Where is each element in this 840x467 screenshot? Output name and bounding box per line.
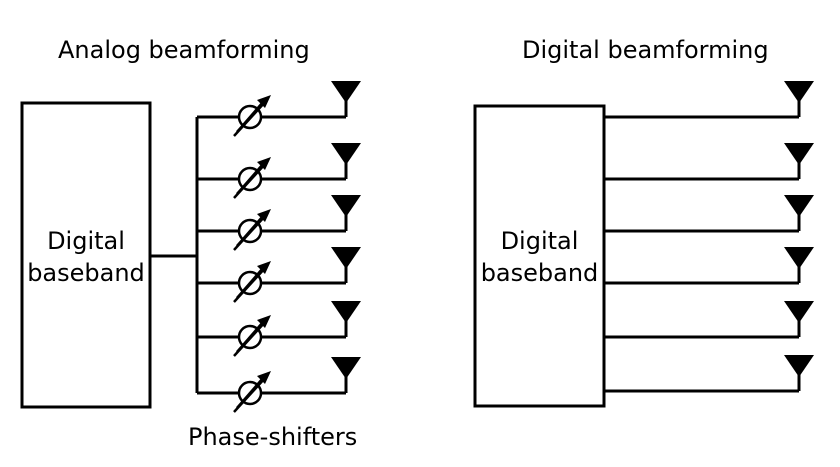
digital-baseband-line2: baseband — [480, 259, 599, 287]
digital-title: Digital beamforming — [522, 36, 769, 64]
analog-branch — [197, 81, 361, 137]
antenna-icon — [331, 357, 361, 379]
antenna-icon — [331, 195, 361, 217]
phase-shifter-arrowhead — [257, 95, 271, 108]
phase-shifters-label: Phase-shifters — [188, 423, 358, 451]
antenna-icon — [784, 81, 814, 103]
analog-branch — [197, 357, 361, 413]
analog-baseband-line1: Digital — [47, 227, 125, 255]
phase-shifter-icon — [233, 315, 271, 357]
phase-shifter-arrow-shaft — [233, 214, 267, 251]
digital-branch — [604, 355, 814, 393]
antenna-icon — [331, 81, 361, 103]
phase-shifter-arrowhead — [257, 209, 271, 222]
phase-shifter-arrowhead — [257, 261, 271, 274]
phase-shifter-arrow-shaft — [233, 162, 267, 199]
digital-branch — [604, 81, 814, 119]
phase-shifter-arrow-shaft — [233, 100, 267, 137]
antenna-icon — [331, 247, 361, 269]
phase-shifter-arrowhead — [257, 157, 271, 170]
digital-baseband-label: Digital baseband — [475, 225, 604, 289]
analog-baseband-line2: baseband — [27, 259, 145, 287]
phase-shifter-icon — [233, 371, 271, 413]
digital-branch — [604, 143, 814, 181]
antenna-icon — [784, 195, 814, 217]
analog-baseband-label: Digital baseband — [22, 225, 150, 289]
phase-shifter-arrow-shaft — [233, 266, 267, 303]
phase-shifter-arrowhead — [257, 371, 271, 384]
antenna-icon — [784, 143, 814, 165]
analog-branch — [197, 143, 361, 199]
antenna-icon — [784, 247, 814, 269]
analog-branch — [197, 247, 361, 303]
phase-shifter-arrow-shaft — [233, 376, 267, 413]
digital-branch — [604, 195, 814, 233]
analog-title: Analog beamforming — [58, 36, 310, 64]
phase-shifter-icon — [233, 95, 271, 137]
phase-shifter-icon — [233, 157, 271, 199]
phase-shifter-arrow-shaft — [233, 320, 267, 357]
antenna-icon — [784, 301, 814, 323]
phase-shifter-icon — [233, 209, 271, 251]
antenna-icon — [784, 355, 814, 377]
phase-shifter-arrowhead — [257, 315, 271, 328]
digital-branch — [604, 301, 814, 339]
digital-branch — [604, 247, 814, 285]
analog-branch — [197, 195, 361, 251]
antenna-icon — [331, 301, 361, 323]
antenna-icon — [331, 143, 361, 165]
digital-baseband-box — [473, 104, 606, 408]
analog-branch — [197, 301, 361, 357]
digital-baseband-line1: Digital — [500, 227, 579, 255]
phase-shifter-icon — [233, 261, 271, 303]
